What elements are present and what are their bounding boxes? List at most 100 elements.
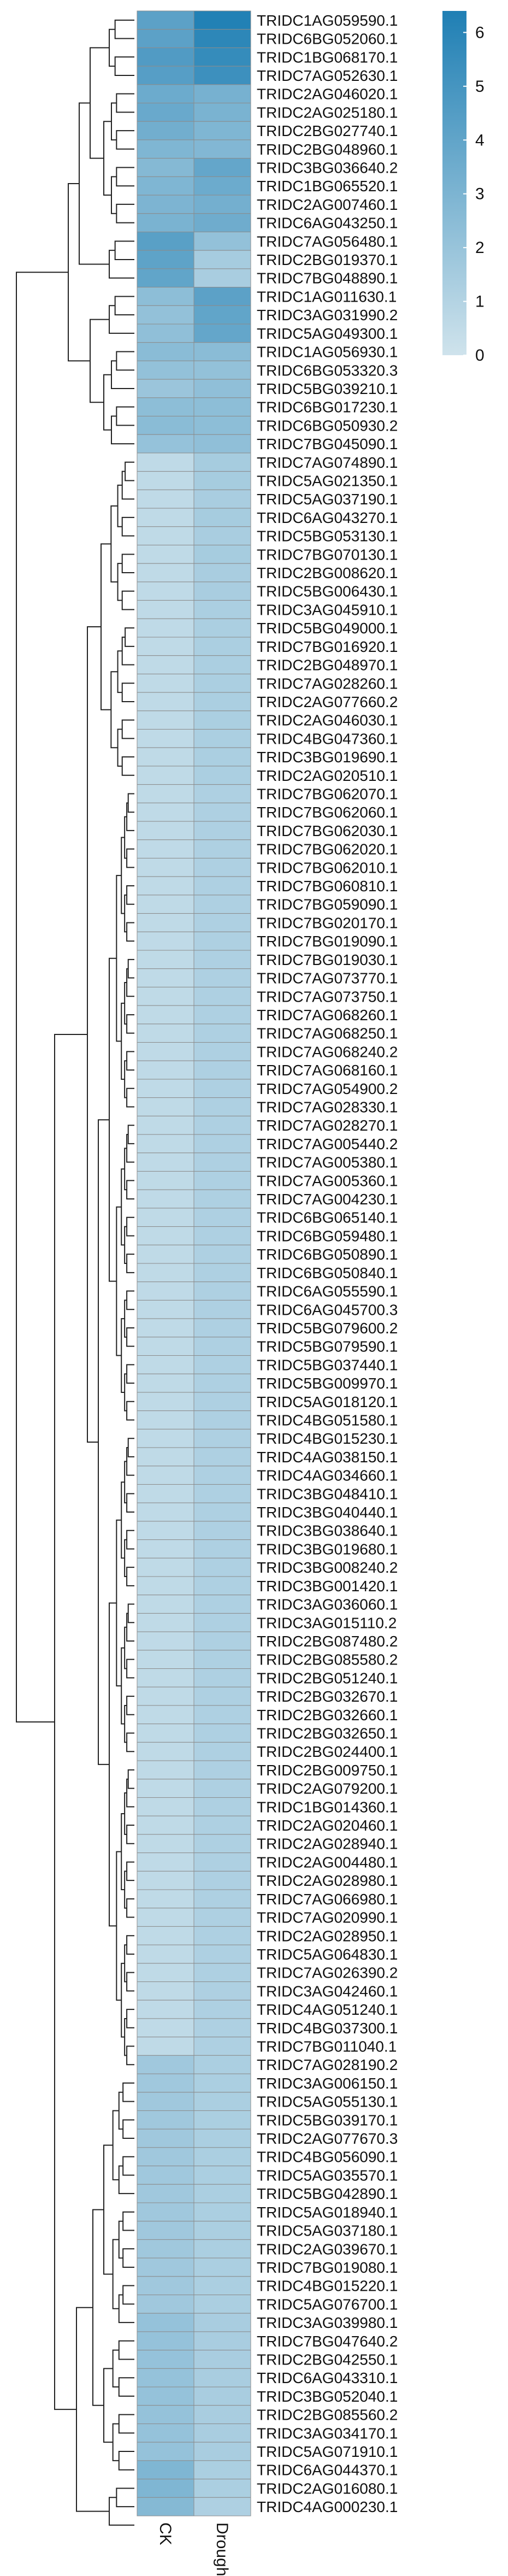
- row-label: TRIDC7BG062020.1: [257, 841, 398, 858]
- row-label: TRIDC4AG051240.1: [257, 2001, 398, 2018]
- heatmap-cell: [137, 342, 194, 361]
- row-label: TRIDC3BG036640.2: [257, 160, 398, 177]
- heatmap-cell: [193, 2128, 251, 2148]
- row-label: TRIDC5AG037190.1: [257, 491, 398, 508]
- dendrogram-branch: [121, 637, 134, 666]
- heatmap-cell: [193, 821, 251, 840]
- heatmap-cell: [193, 526, 251, 545]
- heatmap-cell: [193, 2423, 251, 2443]
- heatmap-cell: [137, 1171, 194, 1190]
- dendrogram-branch: [110, 671, 118, 749]
- heatmap-cell: [193, 876, 251, 896]
- heatmap-cell: [137, 968, 194, 987]
- row-label: TRIDC2BG008620.1: [257, 564, 398, 581]
- row-label: TRIDC7AG056480.1: [257, 233, 398, 250]
- heatmap-cell: [193, 2331, 251, 2351]
- dendrogram-branch: [126, 1825, 134, 1844]
- row-label: TRIDC2AG077660.2: [257, 693, 398, 710]
- dendrogram-branch: [117, 650, 122, 693]
- heatmap-cell: [193, 434, 251, 454]
- heatmap-cell: [137, 876, 194, 896]
- heatmap-cell: [137, 1926, 194, 1945]
- dendrogram-branch: [90, 47, 109, 159]
- heatmap-cell: [193, 1834, 251, 1854]
- heatmap-cell: [193, 1097, 251, 1116]
- row-label: TRIDC7BG062070.1: [257, 786, 398, 803]
- row-label: TRIDC7AG028270.1: [257, 1117, 398, 1134]
- row-label: TRIDC6BG065140.1: [257, 1209, 398, 1226]
- dendrogram-branch: [126, 1364, 134, 1384]
- row-label: TRIDC5AG071910.1: [257, 2443, 398, 2460]
- dendrogram-branch: [126, 1972, 134, 1992]
- row-label: TRIDC7BG019030.1: [257, 951, 398, 968]
- heatmap-cell: [137, 1244, 194, 1264]
- heatmap-cell: [193, 121, 251, 140]
- heatmap-cell: [193, 2147, 251, 2167]
- heatmap-cell: [193, 1005, 251, 1025]
- heatmap-cell: [137, 2257, 194, 2277]
- dendrogram-branch: [103, 2368, 113, 2443]
- row-label: TRIDC2BG024400.1: [257, 1743, 398, 1760]
- row-label: TRIDC2BG027740.1: [257, 122, 398, 139]
- heatmap-cell: [137, 2166, 194, 2185]
- heatmap-cell: [193, 2092, 251, 2111]
- dendrogram-branch: [112, 2239, 119, 2309]
- heatmap-cell: [137, 2405, 194, 2424]
- heatmap-cell: [137, 287, 194, 306]
- dendrogram-branch: [112, 2423, 119, 2461]
- heatmap-cell: [137, 1963, 194, 1983]
- row-label: TRIDC1AG059590.1: [257, 12, 398, 29]
- heatmap-cell: [193, 1226, 251, 1245]
- row-label: TRIDC2BG032650.1: [257, 1725, 398, 1742]
- dendrogram-branch: [126, 1613, 134, 1642]
- dendrogram-branch: [111, 102, 117, 140]
- heatmap-cell: [137, 158, 194, 177]
- dendrogram-branch: [117, 728, 122, 767]
- heatmap-cell: [137, 434, 194, 454]
- dendrogram-branch: [116, 406, 134, 426]
- heatmap-cell: [137, 1466, 194, 1485]
- dendrogram-branch: [121, 590, 134, 610]
- dendrogram-branch: [125, 627, 134, 647]
- heatmap-cell: [137, 1392, 194, 1411]
- heatmap-cell: [193, 2202, 251, 2222]
- dendrogram-branch: [79, 102, 109, 265]
- dendrogram-branch: [126, 922, 134, 942]
- heatmap-cell: [137, 1115, 194, 1135]
- heatmap-cell: [193, 1908, 251, 1927]
- heatmap-cell: [137, 471, 194, 490]
- heatmap-cell: [137, 2350, 194, 2369]
- dendrogram-branch: [116, 875, 122, 1042]
- heatmap-cell: [193, 913, 251, 932]
- legend-tick-label: 0: [475, 346, 485, 364]
- heatmap-cell: [137, 47, 194, 67]
- row-label: TRIDC2BG009750.1: [257, 1762, 398, 1779]
- row-label: TRIDC2BG032670.1: [257, 1688, 398, 1705]
- dendrogram-branch: [126, 1134, 134, 1163]
- row-label: TRIDC6AG045700.3: [257, 1301, 398, 1318]
- row-label: TRIDC7AG026390.2: [257, 1965, 398, 1981]
- dendrogram-branch: [103, 121, 111, 196]
- dendrogram-branch: [126, 1180, 134, 1200]
- row-label: TRIDC3BG019680.1: [257, 1540, 398, 1557]
- heatmap-cell: [137, 2128, 194, 2148]
- heatmap-cell: [137, 1410, 194, 1430]
- dendrogram-branch: [126, 1014, 134, 1034]
- heatmap-cell: [193, 839, 251, 858]
- dendrogram-branch: [112, 2349, 119, 2388]
- dendrogram-branch: [126, 1732, 134, 1752]
- row-label: TRIDC3AG015110.2: [257, 1614, 397, 1631]
- heatmap-cell: [137, 231, 194, 251]
- row-label: TRIDC3BG038640.1: [257, 1522, 398, 1539]
- heatmap-cell: [137, 1152, 194, 1172]
- row-label: TRIDC7BG062060.1: [257, 804, 398, 821]
- heatmap-cell: [137, 1557, 194, 1577]
- heatmap-cell: [193, 305, 251, 325]
- row-label: TRIDC7AG073770.1: [257, 970, 398, 987]
- heatmap-cell: [193, 2110, 251, 2130]
- row-label: TRIDC1BG065520.1: [257, 178, 398, 195]
- heatmap-cell: [137, 1742, 194, 1761]
- row-dendrogram: [16, 19, 134, 2526]
- heatmap-cell: [193, 324, 251, 343]
